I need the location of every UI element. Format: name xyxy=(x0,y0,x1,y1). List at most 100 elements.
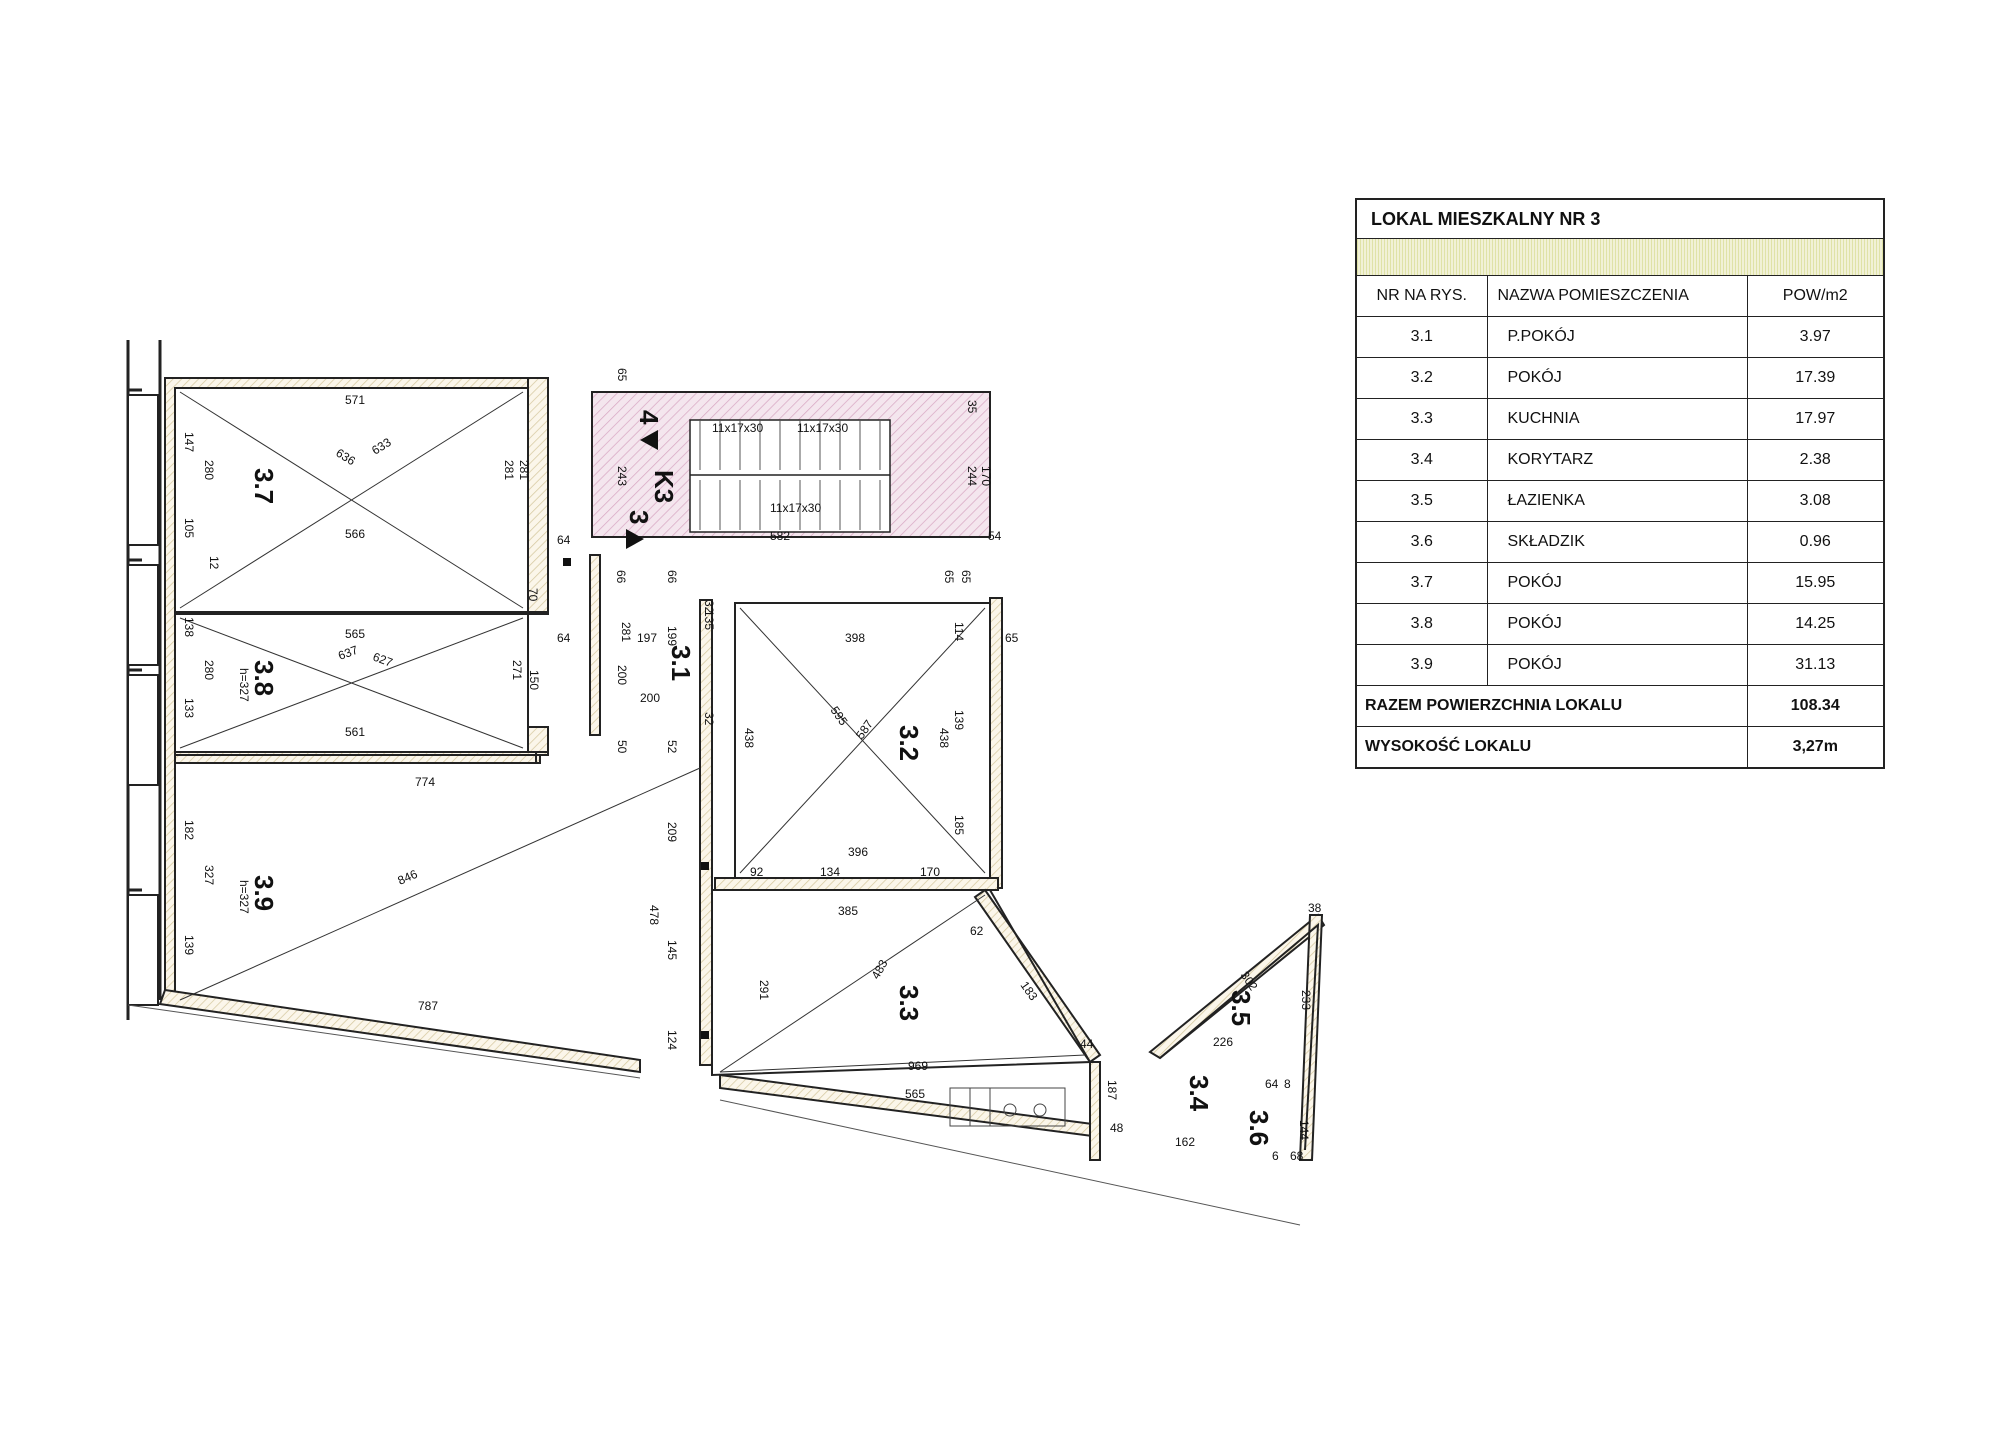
stair-up-arrow-icon xyxy=(640,430,658,450)
dim: 561 xyxy=(345,725,365,739)
dim: 185 xyxy=(952,815,966,835)
dim: 969 xyxy=(908,1059,928,1073)
room-nr: 3.9 xyxy=(1357,644,1488,686)
dim: 68 xyxy=(1290,1149,1304,1163)
table-row: 3.4 KORYTARZ 2.38 xyxy=(1357,439,1883,481)
room-nr: 3.7 xyxy=(1357,562,1488,604)
room-area: 3.08 xyxy=(1746,480,1883,522)
room-area: 17.97 xyxy=(1746,398,1883,440)
dim: 243 xyxy=(615,466,629,486)
dim: 35 xyxy=(965,400,979,414)
dim: 271 xyxy=(510,660,524,680)
dim: 200 xyxy=(640,691,660,705)
room-name: POKÓJ xyxy=(1486,562,1748,604)
room-label-3-2: 3.2 xyxy=(894,725,924,761)
room-nr: 3.2 xyxy=(1357,357,1488,399)
site-boundary xyxy=(127,1004,1301,1226)
dim: 65 xyxy=(1005,631,1019,645)
dim: 64 xyxy=(1265,1077,1279,1091)
dim: 54 xyxy=(988,529,1002,543)
stairs-note-1: 11x17x30 xyxy=(712,421,763,435)
dim: 633 xyxy=(369,435,394,458)
table-row: 3.7 POKÓJ 15.95 xyxy=(1357,562,1883,604)
dim: 281 xyxy=(502,460,516,480)
dim: 139 xyxy=(952,710,966,730)
table-row: 3.5 ŁAZIENKA 3.08 xyxy=(1357,480,1883,522)
dim: 66 xyxy=(665,570,679,584)
stairwell: 11x17x30 11x17x30 11x17x30 K3 4 3 xyxy=(591,391,991,549)
dim: 787 xyxy=(418,999,438,1013)
dim: 139 xyxy=(182,935,196,955)
dim: 170 xyxy=(920,865,940,879)
dim: 6 xyxy=(1272,1149,1279,1163)
room-area: 0.96 xyxy=(1746,521,1883,563)
stairwell-up-label: 4 xyxy=(634,410,664,425)
dim: 135 xyxy=(702,610,716,630)
room-area: 14.25 xyxy=(1746,603,1883,645)
room-label-3-5: 3.5 xyxy=(1226,990,1256,1026)
dim: 280 xyxy=(202,460,216,480)
dim: 147 xyxy=(182,432,196,452)
dim: 32 xyxy=(702,712,716,726)
height-value: 3,27m xyxy=(1746,726,1883,767)
dim: 244 xyxy=(965,466,979,486)
diagonals xyxy=(179,391,1086,1073)
room-area: 2.38 xyxy=(1746,439,1883,481)
dimensions: 571 566 565 561 774 636 633 637 627 846 … xyxy=(182,368,1322,1163)
stair-down-arrow-icon xyxy=(626,529,644,549)
dim: 50 xyxy=(615,740,629,754)
dim: 62 xyxy=(970,924,984,938)
room-name: POKÓJ xyxy=(1486,357,1748,399)
room-name: POKÓJ xyxy=(1486,603,1748,645)
room-name: ŁAZIENKA xyxy=(1486,480,1748,522)
dim: 48 xyxy=(1110,1121,1124,1135)
room-label-3-8: 3.8 xyxy=(249,660,279,696)
vent-marks xyxy=(563,558,709,1039)
dim: 396 xyxy=(848,845,868,859)
kitchen-counter xyxy=(949,1087,1066,1127)
dim: 134 xyxy=(820,865,840,879)
dim: 144 xyxy=(1297,1120,1311,1140)
dim: 398 xyxy=(845,631,865,645)
height-note-3-8: h=327 xyxy=(237,668,251,702)
dim: 138 xyxy=(182,617,196,637)
room-nr: 3.6 xyxy=(1357,521,1488,563)
dim: 12 xyxy=(207,556,221,570)
dim: 281 xyxy=(619,622,633,642)
room-area: 31.13 xyxy=(1746,644,1883,686)
window-marks xyxy=(127,394,159,1006)
table-row: 3.8 POKÓJ 14.25 xyxy=(1357,603,1883,645)
room-area: 15.95 xyxy=(1746,562,1883,604)
room-label-3-7: 3.7 xyxy=(249,468,279,504)
header-area: POW/m2 xyxy=(1746,276,1883,317)
dim: 209 xyxy=(665,822,679,842)
dim: 162 xyxy=(1175,1135,1195,1149)
dim: 170 xyxy=(979,466,993,486)
dim: 774 xyxy=(415,775,435,789)
room-name: SKŁADZIK xyxy=(1486,521,1748,563)
dim: 114 xyxy=(952,622,966,641)
header-name: NAZWA POMIESZCZENIA xyxy=(1486,276,1748,317)
dim: 636 xyxy=(333,446,358,469)
dim: 846 xyxy=(396,867,420,888)
dim: 150 xyxy=(527,670,541,690)
dim: 124 xyxy=(665,1030,679,1050)
header-row: NR NA RYS. NAZWA POMIESZCZENIA POW/m2 xyxy=(1357,276,1883,317)
dim: 92 xyxy=(750,865,764,879)
dim: 280 xyxy=(202,660,216,680)
summary-title: LOKAL MIESZKALNY NR 3 xyxy=(1357,200,1883,239)
room-label-3-3: 3.3 xyxy=(894,985,924,1021)
room-summary-table: LOKAL MIESZKALNY NR 3 NR NA RYS. NAZWA P… xyxy=(1355,198,1885,769)
stairwell-name: K3 xyxy=(649,470,679,503)
room-name: KORYTARZ xyxy=(1486,439,1748,481)
floor-plan: 11x17x30 11x17x30 11x17x30 K3 4 3 3.7 3.… xyxy=(126,340,1326,1226)
room-outlines xyxy=(174,387,1320,1151)
room-nr: 3.3 xyxy=(1357,398,1488,440)
dim: 627 xyxy=(371,650,395,670)
room-nr: 3.4 xyxy=(1357,439,1488,481)
room-label-3-6: 3.6 xyxy=(1244,1110,1274,1146)
dim: 8 xyxy=(1284,1077,1291,1091)
dim: 66 xyxy=(614,570,628,584)
dim: 571 xyxy=(345,393,365,407)
dim: 587 xyxy=(853,717,876,742)
